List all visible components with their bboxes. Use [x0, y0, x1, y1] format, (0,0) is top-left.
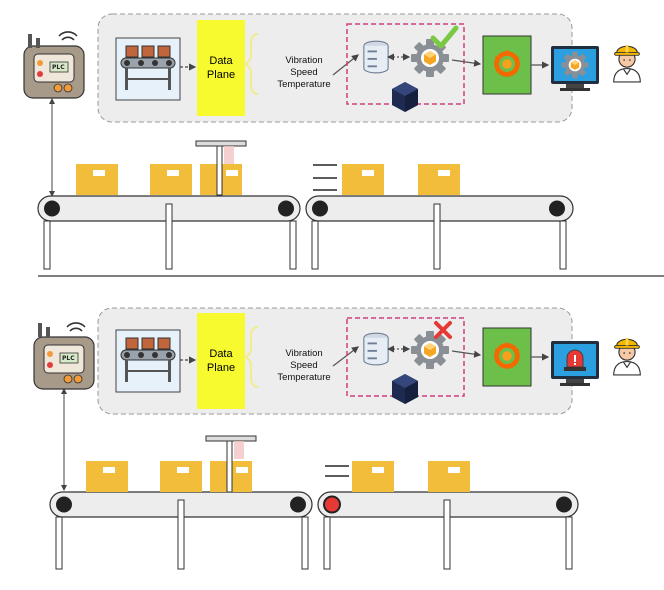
conveyor-belt-left — [49, 491, 313, 570]
plc-label: PLC — [52, 64, 65, 71]
conveyor-belt-right — [317, 491, 579, 570]
metric-temperature: Temperature — [277, 372, 331, 383]
plc-device-icon — [33, 322, 95, 390]
grafana-dashboard-block — [482, 35, 532, 95]
analytics-dashed-box — [346, 23, 465, 105]
arrow-to-database — [332, 54, 359, 76]
red-x-icon — [434, 321, 452, 339]
metrics-brace — [241, 326, 259, 388]
scanner-gate — [205, 435, 257, 493]
conveyor-belt-right — [305, 195, 574, 270]
arrow-to-dashboard — [451, 350, 482, 358]
metrics-brace — [241, 33, 259, 95]
data-plane-label: Data Plane — [197, 347, 245, 375]
metric-vibration: Vibration — [285, 348, 323, 359]
arrow-to-database — [332, 346, 359, 367]
data-plane-label-line2: Plane — [206, 69, 236, 81]
box — [428, 461, 470, 492]
motion-lines — [325, 465, 349, 477]
box — [342, 164, 384, 195]
engineer-icon — [613, 337, 641, 376]
red-indicator-light — [323, 495, 341, 514]
metrics-list: Vibration Speed Temperature — [262, 348, 346, 384]
data-plane-block — [197, 313, 245, 409]
scenario-normal — [23, 13, 641, 270]
alarm-siren-icon — [564, 349, 586, 371]
analytics-dashed-box — [346, 317, 465, 397]
engineer-icon — [613, 44, 641, 83]
gear-cube-icon — [561, 51, 589, 79]
box — [76, 164, 118, 195]
data-plane-block — [197, 20, 245, 116]
database-icon — [363, 332, 389, 366]
metric-speed: Speed — [290, 360, 318, 371]
processing-gear-icon — [411, 331, 449, 369]
box — [86, 461, 128, 492]
motion-lines — [313, 164, 337, 191]
plc-label: PLC — [62, 355, 75, 362]
conveyor-belt-left — [37, 195, 301, 270]
data-plane-label-line1: Data — [209, 55, 233, 67]
metric-speed: Speed — [290, 67, 318, 78]
database-icon — [363, 40, 389, 74]
scenario-alert — [33, 307, 641, 570]
data-plane-label-line1: Data — [209, 348, 233, 360]
metric-vibration: Vibration — [285, 55, 323, 66]
metric-temperature: Temperature — [277, 79, 331, 90]
green-checkmark-icon — [430, 25, 459, 49]
box — [150, 164, 192, 195]
scanner-gate — [195, 140, 247, 196]
arrow-to-dashboard — [451, 59, 482, 67]
plc-device-icon — [23, 31, 85, 99]
data-plane-label-line2: Plane — [206, 362, 236, 374]
box — [160, 461, 202, 492]
box — [418, 164, 460, 195]
data-plane-label: Data Plane — [197, 54, 245, 82]
metrics-list: Vibration Speed Temperature — [262, 55, 346, 91]
box — [352, 461, 394, 492]
